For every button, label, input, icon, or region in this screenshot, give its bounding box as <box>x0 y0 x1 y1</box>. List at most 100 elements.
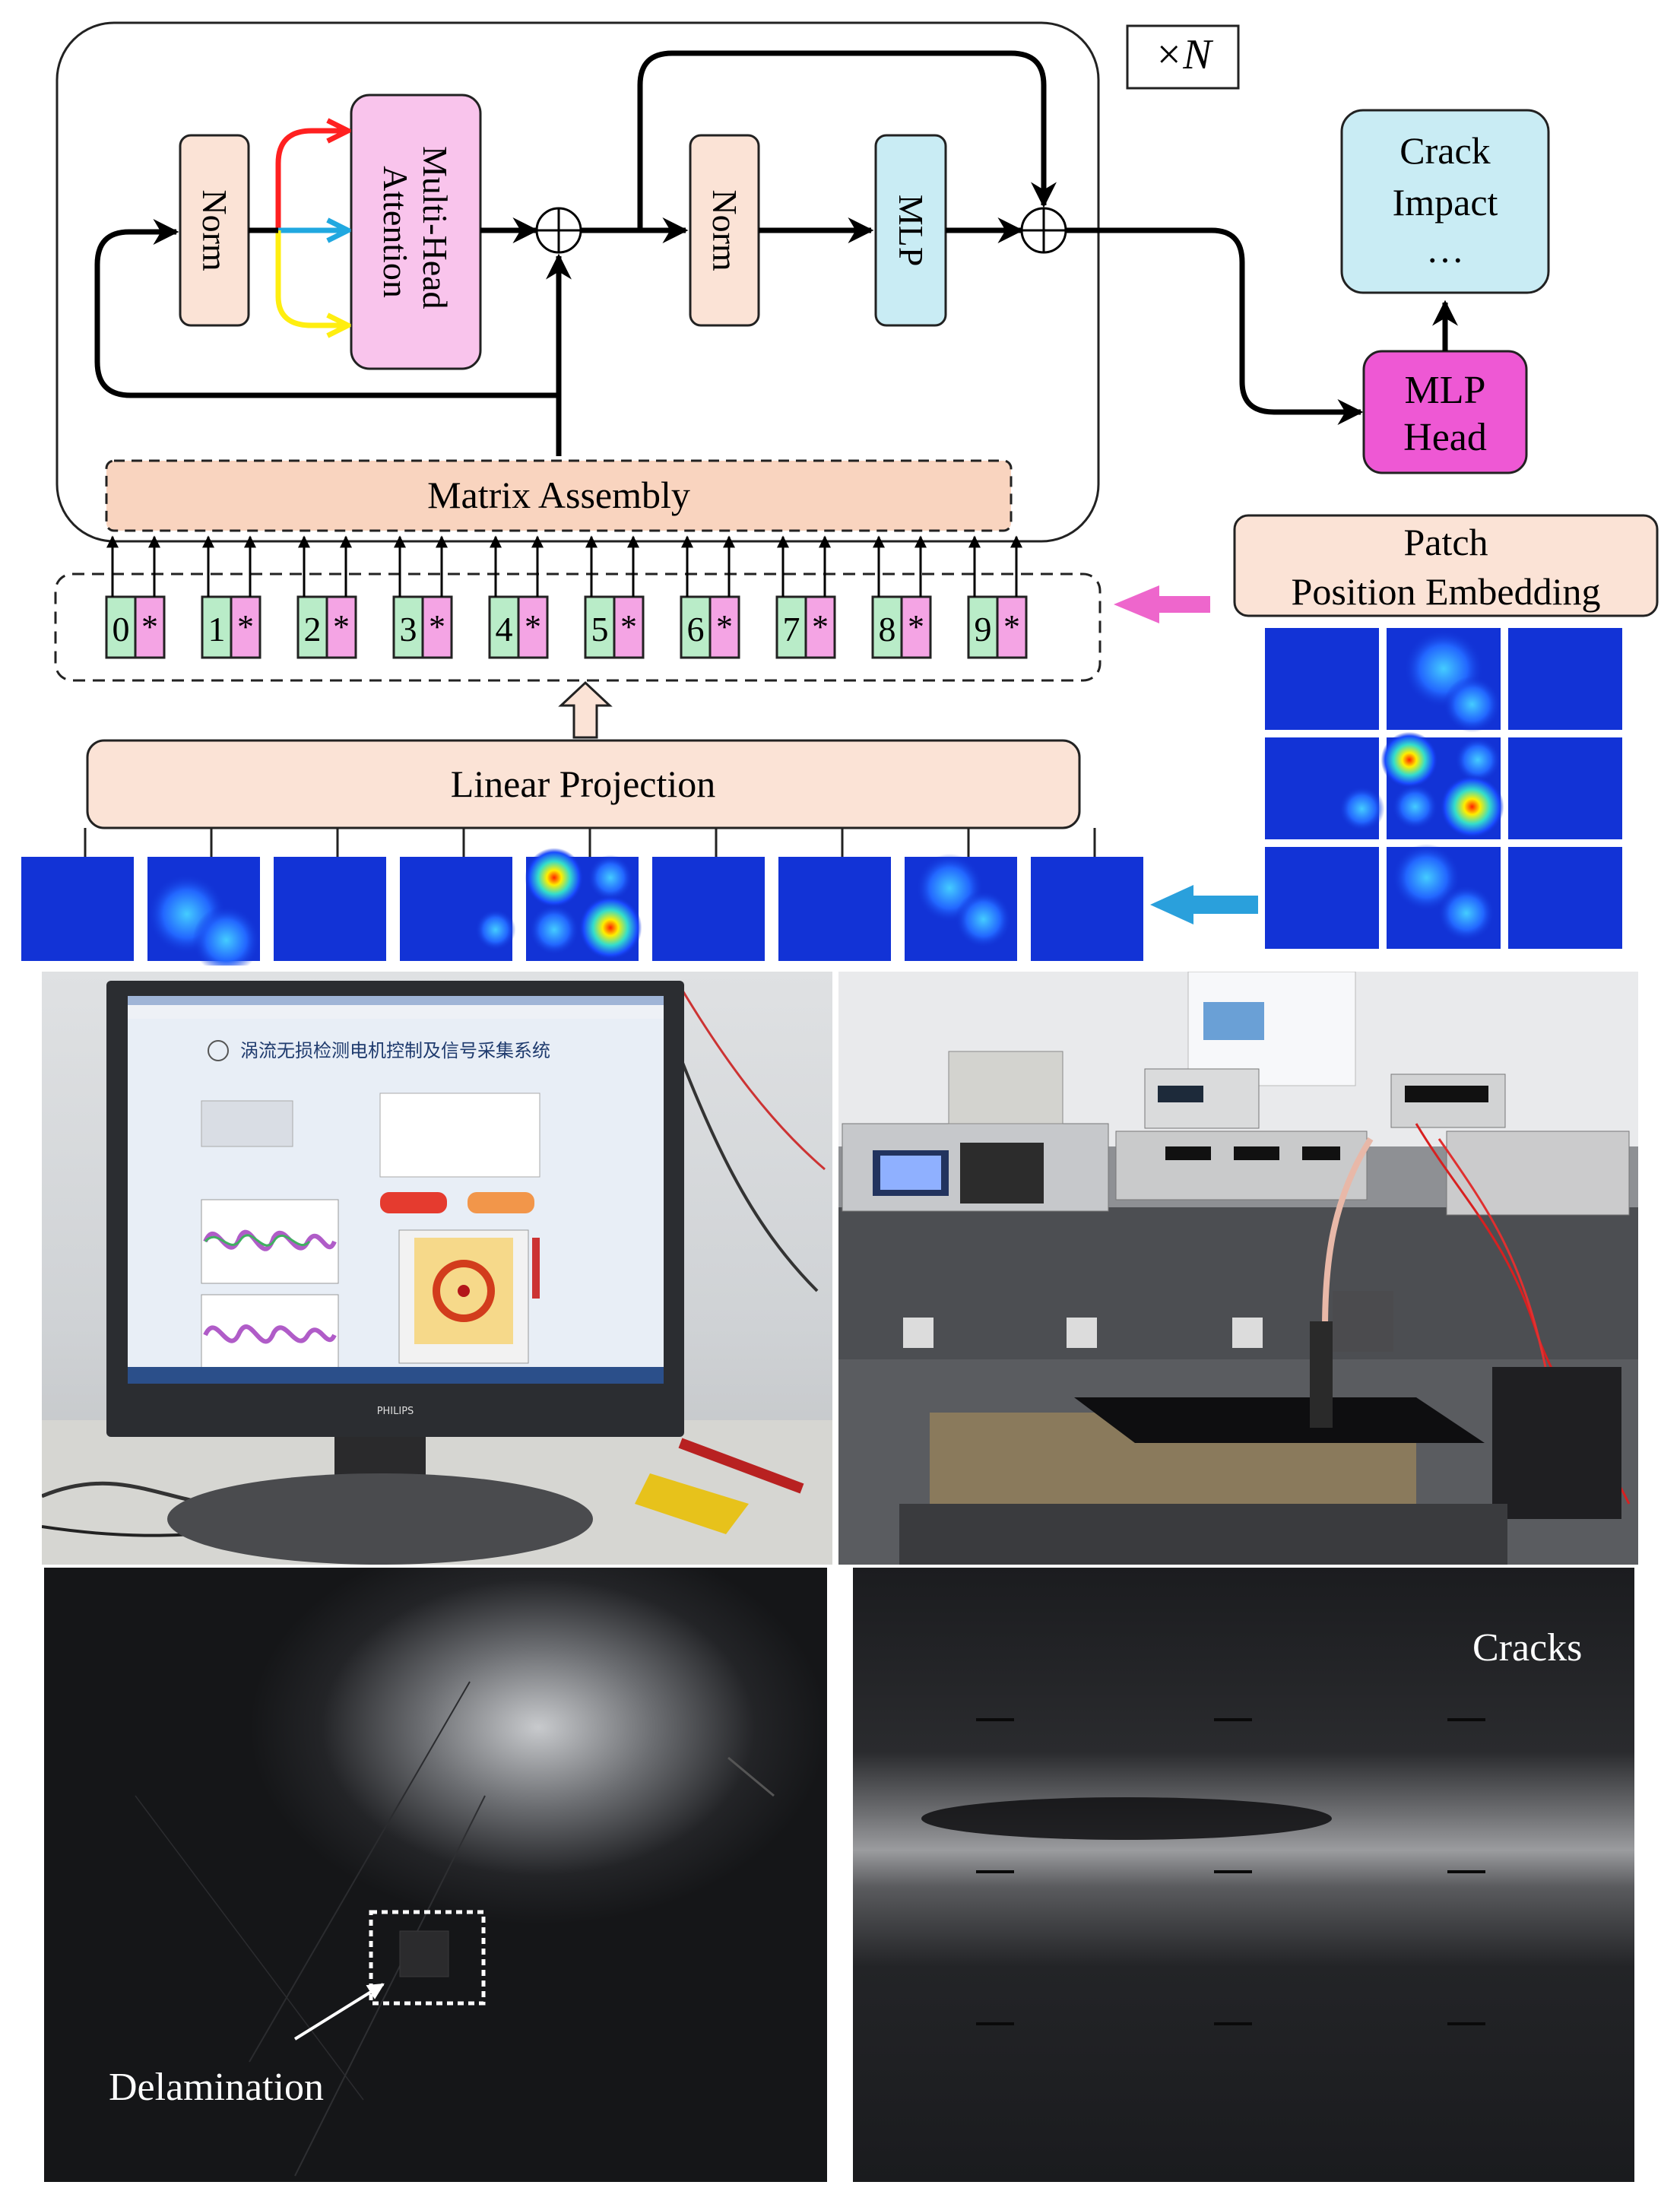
token-marker-box-8 <box>900 595 932 659</box>
token-index-7: 7 <box>783 610 800 649</box>
token-marker-7: * <box>812 608 829 645</box>
cracks-specimen-photo: Cracks <box>853 1568 1634 2182</box>
monitor-brand: PHILIPS <box>377 1406 414 1417</box>
grid-cell-3 <box>1508 628 1622 730</box>
token-index-box-8 <box>871 595 903 659</box>
delamination-label: Delamination <box>109 2066 324 2109</box>
token-marker-3: * <box>429 608 445 645</box>
grid-cell-5-spot-0 <box>1380 731 1438 788</box>
token-marker-8: * <box>908 608 924 645</box>
grid-cell-8-spot-0 <box>1392 843 1461 912</box>
patch-6 <box>652 857 765 961</box>
grid-cell-5-spot-2 <box>1392 784 1438 829</box>
grid-cell-2-spot-1 <box>1444 676 1501 733</box>
repeat-label: ×N <box>1154 31 1213 78</box>
token-marker-box-3 <box>421 595 453 659</box>
token-marker-5: * <box>620 608 637 645</box>
lab-equipment-photo <box>838 972 1638 1565</box>
patch-embedding-label-line1: Patch <box>1403 521 1488 563</box>
grid-cell-9 <box>1508 847 1622 949</box>
token-marker-box-1 <box>230 595 262 659</box>
token-index-1: 1 <box>208 610 226 649</box>
matrix-assembly-box <box>105 459 1013 532</box>
patch-5-spot-2 <box>529 904 579 956</box>
grid-cell-1 <box>1265 628 1379 730</box>
crack-marks <box>976 1718 1485 2025</box>
norm-label-2: Norm <box>705 189 744 271</box>
token-index-box-6 <box>680 595 712 659</box>
token-marker-box-4 <box>517 595 549 659</box>
grid-cell-4-spot-0 <box>1339 786 1385 832</box>
linear-projection-label: Linear Projection <box>451 763 716 805</box>
token-marker-4: * <box>525 608 541 645</box>
linear-projection-box <box>86 739 1081 829</box>
mlp-head-label-line1: MLP <box>1405 369 1486 412</box>
matrix-assembly-label: Matrix Assembly <box>427 474 690 516</box>
mlp-head-label-line2: Head <box>1403 416 1487 459</box>
token-marker-box-5 <box>613 595 645 659</box>
attention-label-line2: Attention <box>376 166 415 298</box>
patch-5-spot-1 <box>588 855 633 901</box>
patch-5-spot-0 <box>525 848 584 908</box>
patch-4-spot-0 <box>475 909 516 951</box>
cracks-label: Cracks <box>1472 1626 1582 1670</box>
token-marker-9: * <box>1003 608 1020 645</box>
token-index-3: 3 <box>400 610 417 649</box>
delamination-pointer <box>293 1983 385 2041</box>
attention-label: Multi-Head Attention <box>376 146 455 318</box>
multi-head-attention-box <box>350 94 482 370</box>
transformer-diagram: ×N Norm Multi-Head Attention Norm MLP <box>21 21 1659 966</box>
red-branch-arrow <box>275 131 348 230</box>
token-index-4: 4 <box>496 610 513 649</box>
patch-9 <box>1031 857 1143 961</box>
token-sequence: 0*1*2*3*4*5*6*7*8*9* <box>105 595 1028 659</box>
monitor-photo: 涡流无损检测电机控制及信号采集系统 PHILIPS <box>42 972 832 1565</box>
transformer-block-frame <box>55 21 1100 543</box>
output-label-ellipsis: … <box>1426 228 1464 271</box>
token-index-9: 9 <box>975 610 992 649</box>
patch-5-spot-3 <box>578 895 642 960</box>
patch-8-spot-1 <box>955 890 1012 948</box>
output-label-crack: Crack <box>1399 129 1490 172</box>
grid-cell-7 <box>1265 847 1379 949</box>
token-marker-6: * <box>716 608 733 645</box>
token-marker-box-2 <box>325 595 357 659</box>
grid-cell-8-spot-1 <box>1438 885 1495 941</box>
software-title: 涡流无损检测电机控制及信号采集系统 <box>240 1040 550 1061</box>
norm-label-1: Norm <box>195 189 234 271</box>
delamination-highlight <box>369 1910 486 2006</box>
patch-7 <box>778 857 891 961</box>
token-marker-box-0 <box>134 595 166 659</box>
token-index-6: 6 <box>687 610 705 649</box>
token-index-box-5 <box>584 595 616 659</box>
token-marker-0: * <box>141 608 158 645</box>
grid-to-patches-arrow <box>1150 885 1258 924</box>
token-index-5: 5 <box>591 610 609 649</box>
token-index-0: 0 <box>113 610 130 649</box>
mlp-label: MLP <box>892 195 930 267</box>
delamination-specimen-photo: Delamination <box>44 1568 827 2182</box>
attention-label-line1: Multi-Head <box>416 146 455 309</box>
patch-embedding-box <box>1233 514 1659 617</box>
patch-2-spot-1 <box>192 905 260 966</box>
token-index-box-4 <box>488 595 520 659</box>
projection-to-tokens-arrow <box>558 680 613 739</box>
patch-1 <box>21 857 134 961</box>
token-up-arrows <box>106 535 1022 597</box>
token-marker-box-7 <box>804 595 836 659</box>
add-node-2 <box>1020 207 1067 254</box>
token-index-2: 2 <box>304 610 322 649</box>
patch-embedding-label-line2: Position Embedding <box>1292 570 1601 613</box>
token-index-8: 8 <box>879 610 896 649</box>
token-row-frame <box>54 572 1102 682</box>
grid-cell-5-spot-3 <box>1440 775 1504 839</box>
patch-grid <box>1265 628 1622 949</box>
output-box <box>1340 109 1550 294</box>
input-to-norm1-arrow <box>94 219 559 398</box>
token-marker-1: * <box>237 608 254 645</box>
token-marker-box-9 <box>996 595 1028 659</box>
patch-connectors <box>84 828 1096 857</box>
grid-cell-5-spot-1 <box>1455 737 1501 782</box>
grid-cell-6 <box>1508 737 1622 839</box>
add-node-1 <box>535 207 582 254</box>
